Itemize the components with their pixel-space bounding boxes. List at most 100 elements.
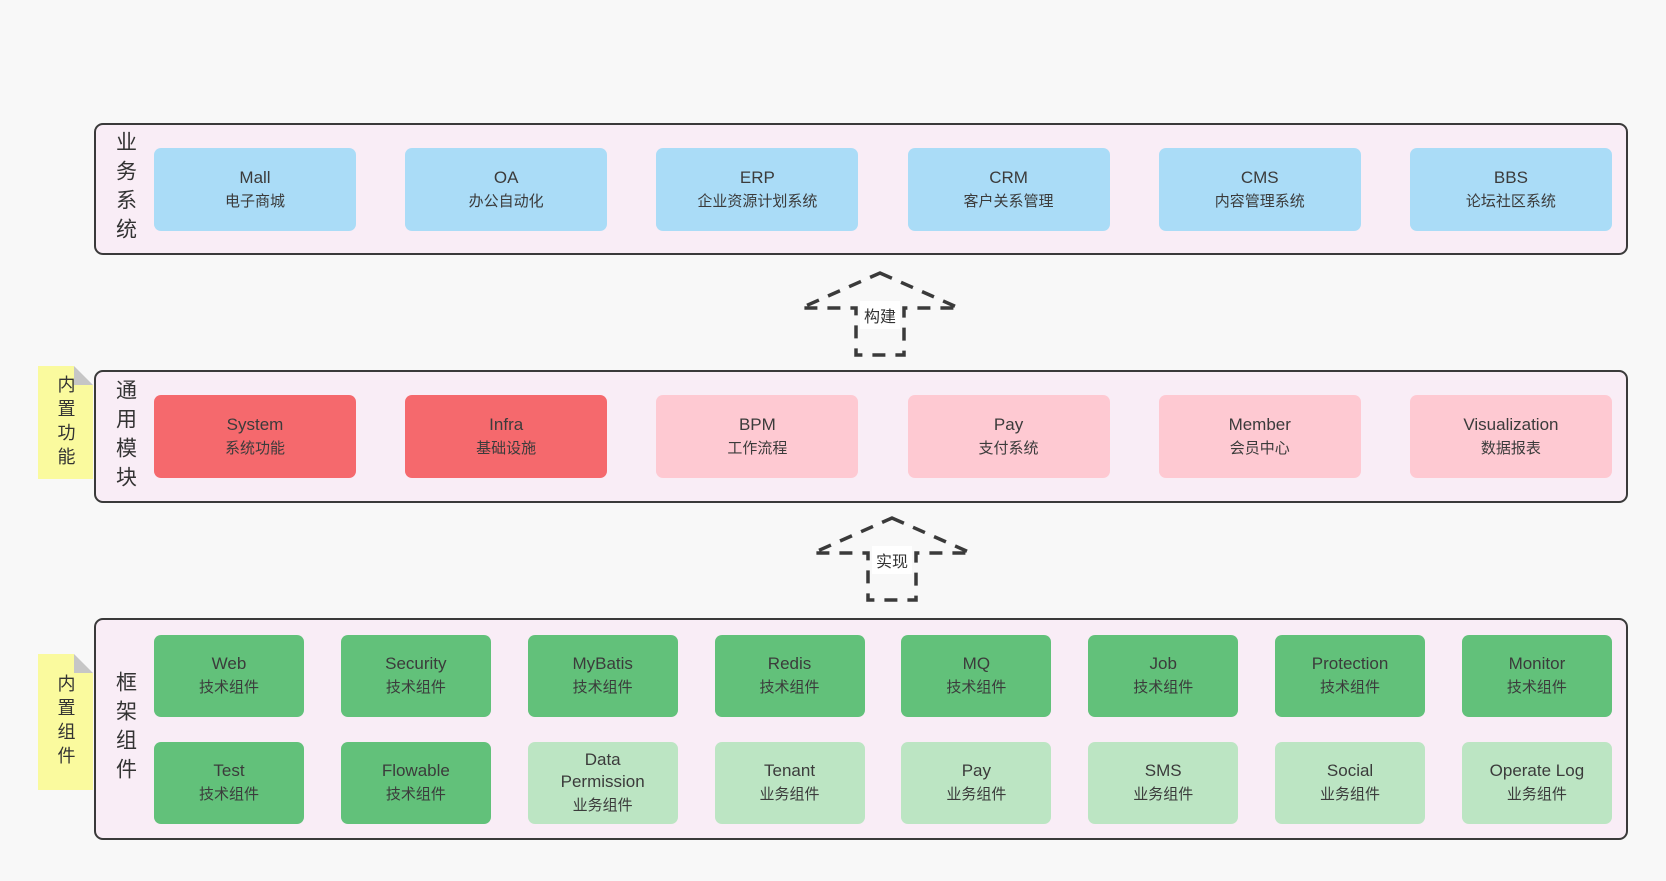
box-name: Mall bbox=[239, 167, 271, 187]
box-name: Tenant bbox=[764, 761, 816, 781]
box-desc: 客户关系管理 bbox=[963, 192, 1054, 210]
box-visualization: Visualization 数据报表 bbox=[1409, 395, 1612, 478]
box-tenant: Tenant 业务组件 bbox=[714, 741, 865, 824]
box-desc: 业务组件 bbox=[1133, 786, 1194, 804]
arrow-label: 实现 bbox=[871, 546, 913, 574]
box-desc: 论坛社区系统 bbox=[1465, 192, 1556, 210]
dashed-up-arrow-implement: 实现 bbox=[810, 515, 974, 603]
layer-label-column: 通用模块 bbox=[96, 372, 154, 501]
box-oa: OA 办公自动化 bbox=[405, 147, 608, 231]
box-name: Data Permission bbox=[560, 750, 645, 792]
box-sms: SMS 业务组件 bbox=[1088, 741, 1239, 824]
box-desc: 业务组件 bbox=[572, 797, 633, 815]
box-name: Visualization bbox=[1463, 415, 1559, 435]
box-desc: 技术组件 bbox=[946, 679, 1007, 697]
business-boxes-row: Mall 电子商城 OA 办公自动化 ERP 企业资源计划系统 CRM 客户关系… bbox=[154, 125, 1626, 253]
box-name: MyBatis bbox=[572, 654, 633, 674]
box-desc: 业务组件 bbox=[1506, 786, 1567, 804]
layer-label-column: 业务系统 bbox=[96, 125, 154, 253]
box-job: Job 技术组件 bbox=[1088, 634, 1239, 717]
box-operate-log: Operate Log 业务组件 bbox=[1461, 741, 1612, 824]
box-flowable: Flowable 技术组件 bbox=[340, 741, 491, 824]
sticky-note-built-in-features: 内置功能 bbox=[38, 366, 93, 479]
dashed-up-arrow-build: 构建 bbox=[798, 270, 962, 358]
layer-title: 框架组件 bbox=[113, 671, 137, 787]
box-name: BPM bbox=[738, 415, 776, 435]
box-test: Test 技术组件 bbox=[154, 741, 304, 824]
box-erp: ERP 企业资源计划系统 bbox=[656, 147, 859, 231]
box-member: Member 会员中心 bbox=[1158, 395, 1361, 478]
box-protection: Protection 技术组件 bbox=[1275, 634, 1426, 717]
box-desc: 技术组件 bbox=[759, 679, 820, 697]
component-row-2: Test 技术组件 Flowable 技术组件 Data Permission … bbox=[154, 741, 1612, 824]
box-name: Security bbox=[385, 654, 447, 674]
box-mall: Mall 电子商城 bbox=[154, 147, 356, 231]
box-name: Redis bbox=[767, 654, 812, 674]
layer-title: 通用模块 bbox=[113, 378, 137, 495]
module-boxes-row: System 系统功能 Infra 基础设施 BPM 工作流程 Pay 支付系统… bbox=[154, 372, 1626, 501]
box-name: Member bbox=[1228, 415, 1291, 435]
box-pay-system: Pay 支付系统 bbox=[907, 395, 1110, 478]
box-desc: 企业资源计划系统 bbox=[697, 192, 818, 210]
box-cms: CMS 内容管理系统 bbox=[1158, 147, 1361, 231]
box-name: OA bbox=[493, 167, 519, 187]
box-desc: 技术组件 bbox=[198, 786, 259, 804]
box-name: CMS bbox=[1240, 167, 1279, 187]
component-row-1: Web 技术组件 Security 技术组件 MyBatis 技术组件 Redi… bbox=[154, 634, 1612, 717]
box-desc: 基础设施 bbox=[476, 440, 537, 458]
box-monitor: Monitor 技术组件 bbox=[1461, 634, 1612, 717]
box-redis: Redis 技术组件 bbox=[714, 634, 865, 717]
box-desc: 工作流程 bbox=[727, 440, 788, 458]
box-mq: MQ 技术组件 bbox=[901, 634, 1052, 717]
box-pay-component: Pay 业务组件 bbox=[901, 741, 1052, 824]
box-name: SMS bbox=[1144, 761, 1182, 781]
box-desc: 业务组件 bbox=[759, 786, 820, 804]
sticky-note-label: 内置组件 bbox=[55, 674, 76, 770]
box-desc: 技术组件 bbox=[1320, 679, 1381, 697]
sticky-note-label: 内置功能 bbox=[55, 374, 76, 471]
layer-framework-components: 框架组件 Web 技术组件 Security 技术组件 MyBatis 技术组件… bbox=[94, 618, 1628, 840]
box-crm: CRM 客户关系管理 bbox=[907, 147, 1110, 231]
up-arrow-icon bbox=[800, 271, 960, 357]
box-name: Social bbox=[1326, 761, 1374, 781]
box-infra: Infra 基础设施 bbox=[405, 395, 608, 478]
box-name: Infra bbox=[489, 415, 524, 435]
box-desc: 技术组件 bbox=[572, 679, 633, 697]
layer-business-systems: 业务系统 Mall 电子商城 OA 办公自动化 ERP 企业资源计划系统 CRM… bbox=[94, 123, 1628, 255]
box-desc: 技术组件 bbox=[198, 679, 259, 697]
box-system: System 系统功能 bbox=[154, 395, 356, 478]
layer-label-column: 框架组件 bbox=[96, 620, 154, 838]
box-name: Test bbox=[213, 761, 245, 781]
layer-common-modules: 通用模块 System 系统功能 Infra 基础设施 BPM 工作流程 Pay… bbox=[94, 370, 1628, 503]
box-name: Pay bbox=[961, 761, 992, 781]
layer-title: 业务系统 bbox=[113, 131, 137, 247]
box-name: Job bbox=[1149, 654, 1177, 674]
box-name: Monitor bbox=[1508, 654, 1566, 674]
sticky-note-built-in-components: 内置组件 bbox=[38, 654, 93, 790]
box-name: Operate Log bbox=[1489, 761, 1585, 781]
box-desc: 技术组件 bbox=[1506, 679, 1567, 697]
box-name: Flowable bbox=[381, 761, 450, 781]
component-rows: Web 技术组件 Security 技术组件 MyBatis 技术组件 Redi… bbox=[154, 620, 1626, 838]
arrow-label: 构建 bbox=[859, 301, 901, 329]
box-name: ERP bbox=[739, 167, 775, 187]
box-desc: 业务组件 bbox=[1320, 786, 1381, 804]
box-name: Web bbox=[211, 654, 247, 674]
box-desc: 技术组件 bbox=[385, 786, 446, 804]
box-desc: 业务组件 bbox=[946, 786, 1007, 804]
box-social: Social 业务组件 bbox=[1275, 741, 1426, 824]
box-name: Protection bbox=[1311, 654, 1389, 674]
box-name: MQ bbox=[962, 654, 991, 674]
box-name: CRM bbox=[989, 167, 1028, 187]
box-web: Web 技术组件 bbox=[154, 634, 304, 717]
box-desc: 系统功能 bbox=[224, 440, 285, 458]
box-data-permission: Data Permission 业务组件 bbox=[527, 741, 678, 824]
box-desc: 会员中心 bbox=[1229, 440, 1290, 458]
box-name: Pay bbox=[993, 415, 1024, 435]
box-bpm: BPM 工作流程 bbox=[656, 395, 859, 478]
box-desc: 技术组件 bbox=[385, 679, 446, 697]
box-desc: 支付系统 bbox=[978, 440, 1039, 458]
box-desc: 数据报表 bbox=[1480, 440, 1541, 458]
box-desc: 办公自动化 bbox=[468, 192, 544, 210]
